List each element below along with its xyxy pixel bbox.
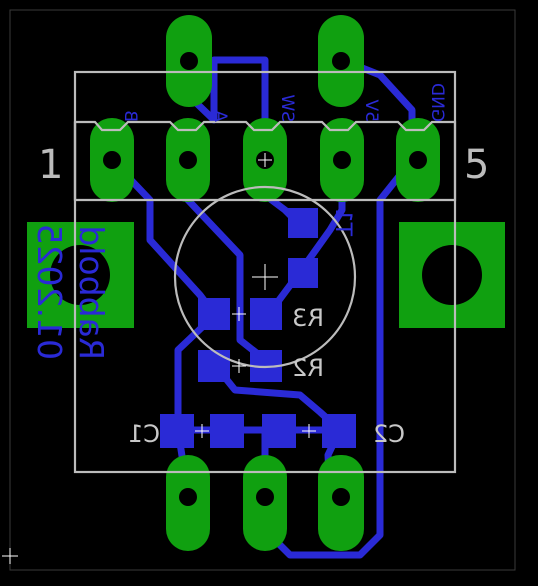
hole bbox=[422, 245, 482, 305]
pin-number-right: 5 bbox=[464, 142, 489, 188]
smd-c2-left bbox=[262, 414, 296, 448]
smd-c1-right bbox=[210, 414, 244, 448]
pin-label-sw: SW bbox=[277, 94, 297, 122]
hole bbox=[333, 151, 351, 169]
silk-header bbox=[73, 120, 457, 202]
designators: R3 R2 C1 C2 T1 bbox=[128, 209, 405, 448]
smd-c2-right bbox=[322, 414, 356, 448]
hole bbox=[256, 488, 274, 506]
hole bbox=[332, 488, 350, 506]
pin-labels: B A SW 5V GND bbox=[120, 83, 447, 122]
label-t1: T1 bbox=[330, 209, 355, 237]
hole bbox=[179, 151, 197, 169]
hole bbox=[103, 151, 121, 169]
smd-r2-left bbox=[198, 350, 230, 382]
hole bbox=[332, 52, 350, 70]
date-text: 01.2025 bbox=[30, 224, 69, 360]
smd-t1-bottom bbox=[288, 258, 318, 288]
silk-t1-circle bbox=[173, 185, 357, 369]
pin-label-a: A bbox=[210, 110, 230, 122]
header-pads bbox=[90, 118, 440, 202]
smd-t1-top bbox=[288, 208, 318, 238]
silk-outline bbox=[73, 70, 457, 474]
smd-r3-right bbox=[250, 298, 282, 330]
hole bbox=[180, 52, 198, 70]
label-r3: R3 bbox=[292, 304, 324, 332]
label-c2: C2 bbox=[373, 420, 405, 448]
crosshairs bbox=[2, 153, 316, 564]
mounting-pads bbox=[27, 222, 505, 328]
smd-r3-left bbox=[198, 298, 230, 330]
label-c1: C1 bbox=[128, 420, 160, 448]
pin-label-5v: 5V bbox=[361, 99, 381, 122]
smd-pads bbox=[160, 208, 356, 448]
board-outline bbox=[9, 9, 516, 571]
pin-label-gnd: GND bbox=[427, 83, 447, 122]
bottom-pads bbox=[166, 455, 364, 551]
label-r2: R2 bbox=[292, 354, 324, 382]
hole bbox=[409, 151, 427, 169]
smd-c1-left bbox=[160, 414, 194, 448]
top-pads bbox=[166, 15, 364, 107]
author-text: Rabbold bbox=[72, 225, 111, 360]
hole bbox=[50, 245, 110, 305]
pin-number-left: 1 bbox=[38, 142, 63, 188]
hole bbox=[179, 488, 197, 506]
pin-label-b: B bbox=[120, 110, 140, 122]
silkscreen bbox=[73, 70, 457, 474]
